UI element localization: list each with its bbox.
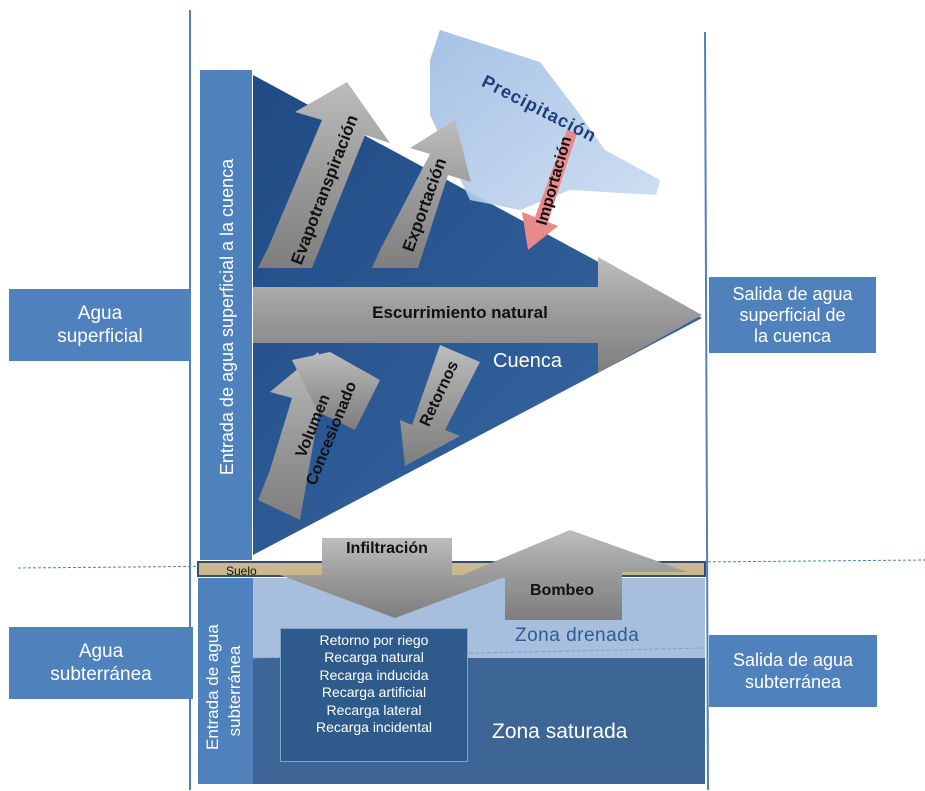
surface-outflow-box: Salida de agua superficial de la cuenca — [709, 277, 876, 353]
surface-water-line-1: Agua — [77, 303, 123, 324]
right-boundary-line — [704, 31, 709, 791]
pumping-arrow — [455, 530, 688, 620]
surface-entry-column — [200, 70, 252, 560]
surface-outflow-line-3: la cuenca — [753, 325, 832, 346]
recharge-item: Recarga lateral — [326, 701, 422, 718]
groundwater-entry-label: Entrada de agua subterránea — [202, 624, 250, 750]
groundwater-entry-column — [198, 578, 253, 784]
runoff-label: Escurrimiento natural — [372, 303, 548, 322]
infiltration-label: Infiltración — [346, 540, 428, 557]
recharge-item: Recarga inducida — [319, 666, 429, 683]
groundwater-line-1: Agua — [78, 641, 124, 662]
surface-outflow-line-2: superficial de — [739, 304, 846, 325]
precipitation-area — [430, 30, 660, 210]
groundwater-box: Agua subterránea — [9, 627, 193, 699]
recharge-item: Recarga incidental — [316, 719, 432, 736]
soil-label: Suelo — [226, 564, 257, 578]
groundwater-outflow-box: Salida de agua subterránea — [709, 635, 877, 707]
recharge-item: Retorno por riego — [319, 632, 429, 648]
concession-arrow-top — [292, 352, 380, 430]
groundwater-outflow-line-1: Salida de agua — [732, 650, 854, 670]
recharge-item: Recarga artificial — [321, 684, 427, 701]
ground-line — [17, 559, 925, 569]
export-arrow — [372, 120, 471, 268]
groundwater-outflow-line-2: subterránea — [744, 672, 842, 692]
infiltration-arrow — [280, 538, 510, 618]
basin-label: Cuenca — [493, 350, 562, 372]
evapotranspiration-arrow — [258, 82, 390, 268]
surface-water-line-2: superficial — [57, 326, 143, 347]
pumping-label: Bombeo — [530, 582, 594, 599]
returns-arrow — [400, 345, 480, 466]
surface-outflow-line-1: Salida de agua — [732, 283, 853, 304]
saturated-zone-label: Zona saturada — [492, 720, 628, 743]
recharge-list: Retorno por riego Recarga natural Recarg… — [280, 628, 468, 762]
import-arrow — [522, 130, 577, 250]
drained-zone-label: Zona drenada — [515, 625, 640, 646]
surface-entry-label: Entrada de agua superficial a la cuenca — [217, 158, 237, 476]
recharge-item: Recarga natural — [324, 649, 424, 666]
groundwater-entry-line-1: Entrada de agua — [203, 624, 222, 750]
surface-water-box: Agua superficial — [9, 289, 191, 361]
groundwater-entry-line-2: subterránea — [225, 645, 244, 737]
groundwater-line-2: subterránea — [50, 664, 152, 685]
runoff-arrow — [253, 257, 702, 373]
